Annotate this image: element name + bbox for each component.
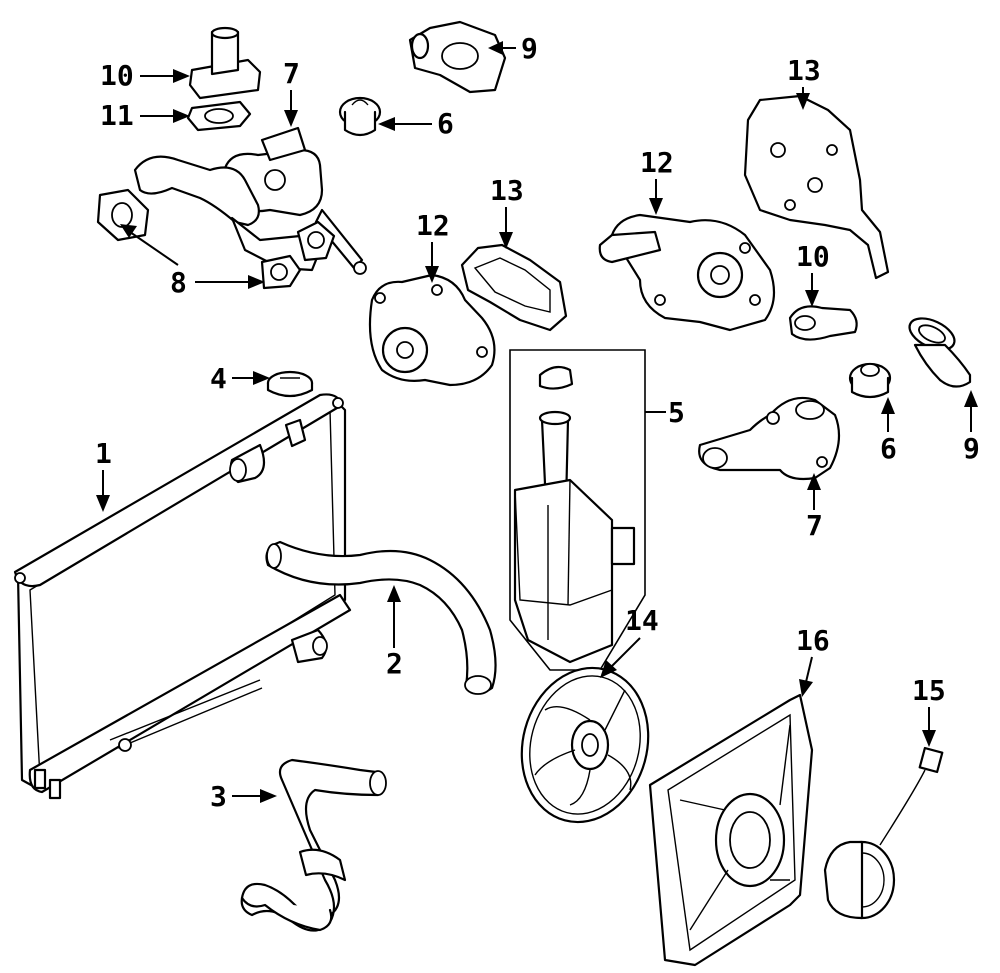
gasket-8-left [96, 188, 150, 242]
water-fitting-lower [788, 305, 858, 341]
gasket-8-bottom [260, 254, 302, 290]
svg-text:5: 5 [668, 396, 685, 429]
callout-5: 5 [645, 396, 685, 429]
svg-text:9: 9 [521, 32, 538, 65]
svg-text:13: 13 [490, 174, 524, 207]
coolant-reservoir [509, 349, 646, 671]
thermostat-housing-lower [698, 396, 841, 481]
thermostat-upper [338, 96, 382, 137]
callout-16: 16 [796, 624, 830, 697]
svg-text:9: 9 [963, 432, 980, 465]
svg-text:7: 7 [283, 57, 300, 90]
callout-12a: 12 [416, 209, 450, 283]
pump-gasket-center [460, 243, 568, 332]
fan-motor [823, 746, 944, 920]
radiator [13, 393, 352, 800]
cooling-fan [520, 666, 650, 824]
svg-text:16: 16 [796, 624, 830, 657]
svg-text:4: 4 [210, 362, 227, 395]
callout-11: 11 [100, 99, 190, 132]
svg-text:12: 12 [416, 209, 450, 242]
callout-9a: 9 [488, 32, 538, 65]
callout-6a: 6 [378, 107, 454, 140]
callout-2: 2 [386, 585, 403, 680]
svg-text:10: 10 [796, 240, 830, 273]
svg-text:6: 6 [880, 432, 897, 465]
water-outlet-manifold [133, 155, 322, 272]
svg-text:8: 8 [170, 266, 187, 299]
svg-text:3: 3 [210, 780, 227, 813]
radiator-cap [266, 370, 314, 398]
svg-text:12: 12 [640, 146, 674, 179]
water-pump-right [598, 213, 776, 332]
pump-gasket-right [743, 94, 890, 280]
svg-text:1: 1 [95, 437, 112, 470]
svg-text:14: 14 [625, 604, 659, 637]
water-pump-center [368, 273, 496, 387]
water-fitting-upper [188, 26, 262, 100]
gasket-11 [186, 100, 252, 132]
callout-4: 4 [210, 362, 270, 395]
upper-radiator-hose [265, 540, 497, 695]
callout-12b: 12 [640, 146, 674, 215]
callout-13b: 13 [787, 54, 821, 110]
svg-text:10: 10 [100, 59, 134, 92]
lower-radiator-hose [240, 758, 387, 932]
svg-text:6: 6 [437, 107, 454, 140]
callout-13a: 13 [490, 174, 524, 249]
svg-text:13: 13 [787, 54, 821, 87]
callout-14: 14 [600, 604, 659, 678]
callout-1: 1 [95, 437, 112, 512]
fan-shroud [648, 693, 814, 967]
callout-15: 15 [912, 674, 946, 747]
callout-8: 8 [120, 224, 265, 299]
svg-text:11: 11 [100, 99, 134, 132]
svg-text:7: 7 [806, 509, 823, 542]
water-inlet-lower [908, 317, 972, 388]
callout-3: 3 [210, 780, 277, 813]
callout-7b: 7 [806, 473, 823, 542]
callout-6b: 6 [880, 397, 897, 465]
svg-text:2: 2 [386, 647, 403, 680]
callout-10a: 10 [100, 59, 190, 92]
svg-text:15: 15 [912, 674, 946, 707]
callout-9b: 9 [963, 390, 980, 465]
thermostat-lower [848, 362, 892, 399]
water-inlet-upper [408, 20, 507, 94]
callout-10b: 10 [796, 240, 830, 307]
gasket-8-right [296, 220, 336, 262]
callout-7a: 7 [283, 57, 300, 127]
